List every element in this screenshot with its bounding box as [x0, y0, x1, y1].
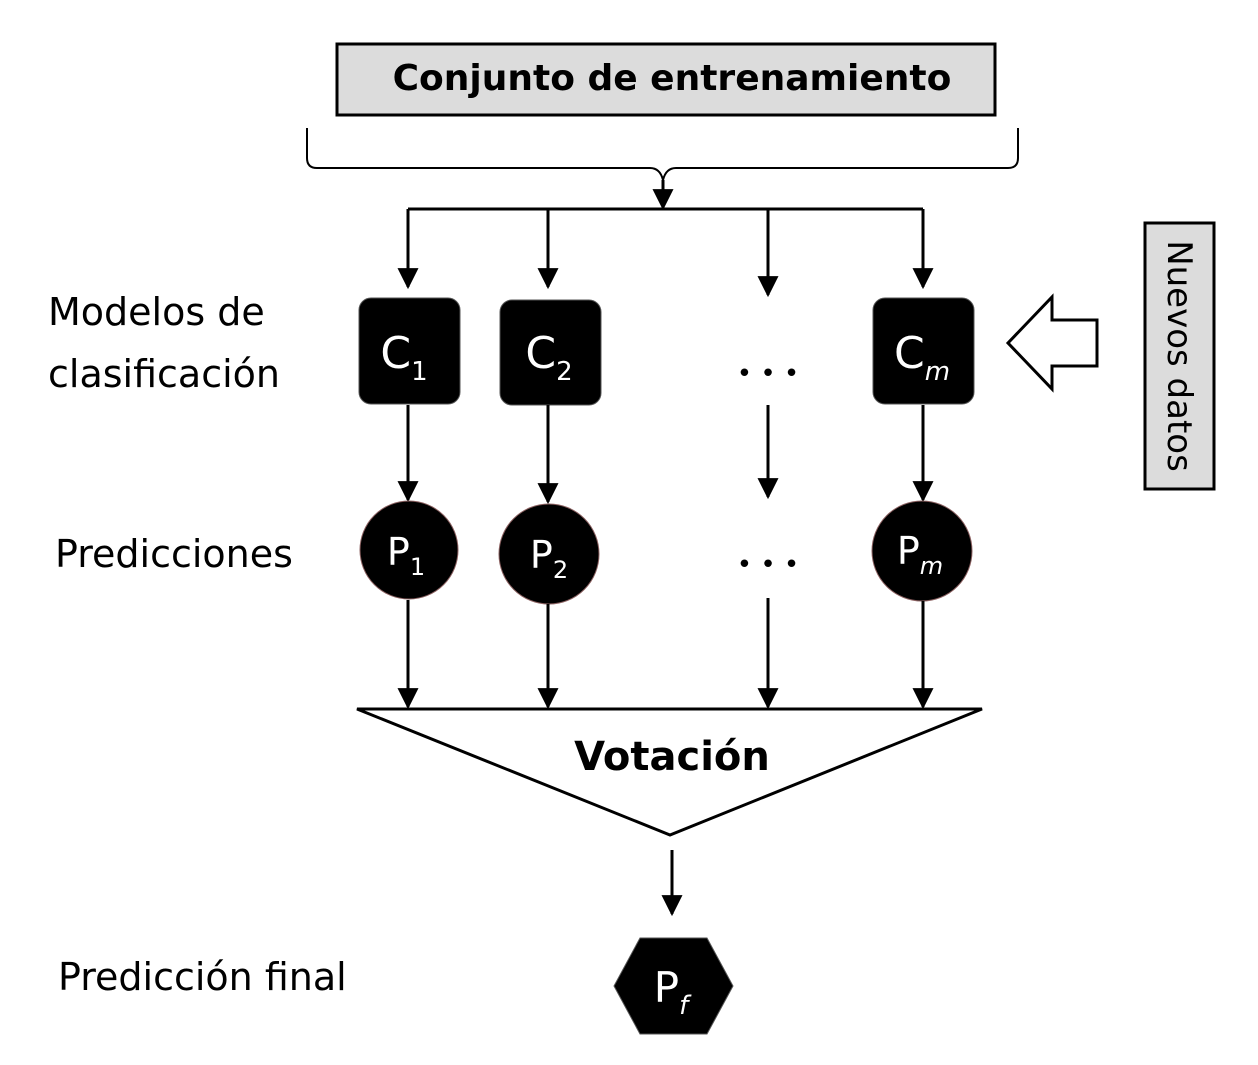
predictions-row-label: Predicciones [55, 532, 293, 576]
prediction-p2-letter: P [530, 533, 553, 577]
final-prediction-letter: P [654, 963, 679, 1012]
svg-text:P2: P2 [530, 533, 568, 584]
new-data-label: Nuevos datos [1159, 240, 1199, 472]
classifier-ellipsis: • • • [737, 359, 800, 389]
final-prediction-node: Pf [613, 937, 734, 1035]
classifier-cm-letter: C [894, 328, 925, 379]
new-data-box: Nuevos datos [1143, 221, 1216, 491]
final-row-label: Predicción final [58, 955, 347, 999]
classifier-node-c1: C1 [358, 297, 461, 405]
prediction-pm-subscript: m [920, 552, 943, 580]
models-row-label-line2: clasificación [48, 352, 280, 396]
classifier-node-cm: Cm [872, 297, 975, 405]
classifier-cm-subscript: m [925, 357, 950, 387]
svg-text:C2: C2 [525, 328, 572, 387]
prediction-node-p1: P1 [359, 500, 459, 600]
prediction-p1-subscript: 1 [410, 553, 425, 581]
training-set-label: Conjunto de entrenamiento [393, 58, 952, 99]
classifier-c1-subscript: 1 [411, 357, 428, 387]
classifier-c2-letter: C [525, 328, 556, 379]
training-set-box: Conjunto de entrenamiento [335, 42, 997, 117]
prediction-node-pm: Pm [871, 500, 973, 602]
classifier-c2-subscript: 2 [556, 357, 573, 387]
prediction-pm-letter: P [897, 529, 920, 573]
voting-triangle: Votación [356, 707, 983, 837]
classifier-c1-letter: C [380, 328, 411, 379]
svg-text:Cm: Cm [894, 328, 950, 387]
models-row-label-line1: Modelos de [48, 290, 265, 334]
training-set-brace [306, 128, 1019, 181]
classifier-node-c2: C2 [499, 299, 602, 406]
svg-text:Pm: Pm [897, 529, 943, 580]
new-data-hollow-arrow [1005, 293, 1099, 393]
voting-label: Votación [574, 734, 770, 780]
svg-text:C1: C1 [380, 328, 427, 387]
prediction-ellipsis: • • • [737, 550, 800, 580]
prediction-p2-subscript: 2 [553, 556, 568, 584]
prediction-node-p2: P2 [498, 503, 600, 605]
prediction-p1-letter: P [387, 530, 410, 574]
svg-text:P1: P1 [387, 530, 425, 581]
